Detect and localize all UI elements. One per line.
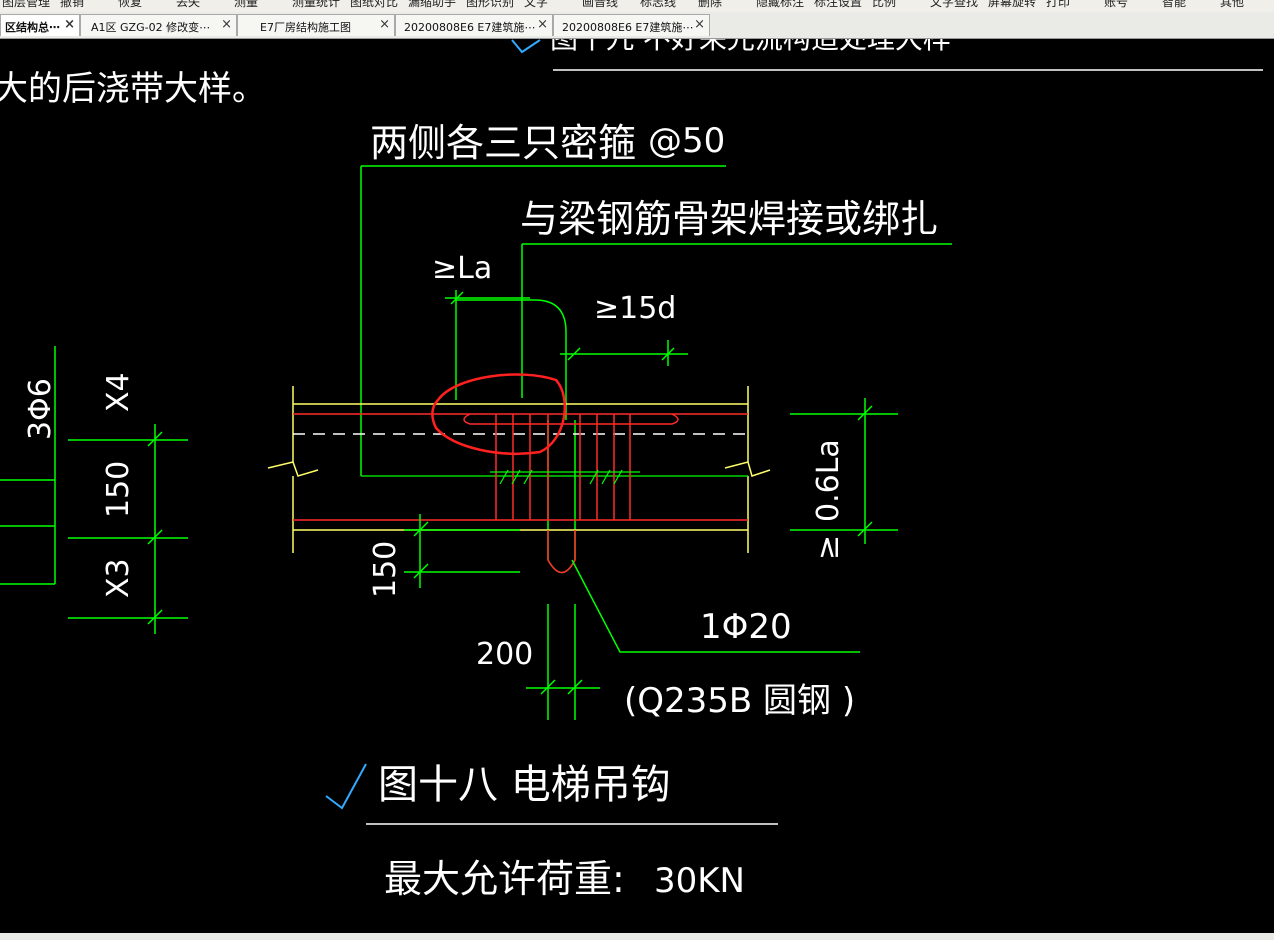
toolbar-item-6[interactable]: 图纸对比 xyxy=(350,0,399,9)
15d-dimension xyxy=(560,340,688,366)
toolbar-item-13[interactable]: 隐藏标注 xyxy=(756,0,805,9)
label-spacing: @50 xyxy=(648,121,725,161)
toolbar-item-18[interactable]: 打印 xyxy=(1046,0,1071,9)
stirrup-leader xyxy=(360,165,726,476)
phi20-leader xyxy=(571,559,860,653)
toolbar-item-14[interactable]: 标注设置 xyxy=(814,0,863,9)
label-1phi20: 1Φ20 xyxy=(700,607,792,647)
toolbar-item-4[interactable]: 测量 xyxy=(234,0,259,9)
close-icon[interactable]: × xyxy=(64,17,75,32)
label-x4: X4 xyxy=(101,372,136,412)
left-dimension-stack xyxy=(0,346,188,634)
label-weld: 与梁钢筋骨架焊接或绑扎 xyxy=(520,197,938,241)
la-dimension xyxy=(445,290,530,400)
tab-label: E7厂房结构施工图 xyxy=(260,21,351,34)
label-material: (Q235B 圆钢 ) xyxy=(624,681,855,721)
max-load-value: 30KN xyxy=(654,861,745,901)
06la-dimension xyxy=(790,398,898,544)
rebar xyxy=(293,413,748,574)
toolbar-item-9[interactable]: 文字 xyxy=(524,0,549,9)
tab-document-3[interactable]: E7厂房结构施工图 × xyxy=(237,14,395,36)
close-icon[interactable]: × xyxy=(694,17,705,32)
label-3phi6: 3Φ6 xyxy=(23,378,58,440)
toolbar-item-1[interactable]: 撤销 xyxy=(60,0,85,9)
beam-outline xyxy=(267,386,771,553)
tab-document-2[interactable]: A1区 GZG-02 修改变⋯ × xyxy=(80,14,237,36)
figure-title: 图十八 电梯吊钩 xyxy=(378,762,671,808)
label-150-bottom: 150 xyxy=(368,541,403,598)
label-stirrups: 两侧各三只密箍 xyxy=(370,121,636,165)
toolbar-item-11[interactable]: 标志线 xyxy=(640,0,677,9)
toolbar-item-0[interactable]: 图层管理 xyxy=(2,0,51,9)
cad-drawing-canvas[interactable]: 图十九 不好采光流构造处理大样 大的后浇带大样。 两侧各三只密箍 @50 与梁钢… xyxy=(0,22,1274,933)
toolbar-item-5[interactable]: 测量统计 xyxy=(292,0,341,9)
toolbar-item-8[interactable]: 图形识别 xyxy=(466,0,515,9)
label-x3: X3 xyxy=(101,558,136,598)
tab-bar: 区结构总⋯ × A1区 GZG-02 修改变⋯ × E7厂房结构施工图 × 20… xyxy=(0,12,1274,39)
tab-label: 20200808E6 E7建筑施⋯ xyxy=(562,21,694,34)
check-icon xyxy=(325,763,367,810)
toolbar-item-10[interactable]: 画普线 xyxy=(582,0,619,9)
toolbar-item-3[interactable]: 丢失 xyxy=(176,0,201,9)
stirrup-ticks xyxy=(490,469,640,485)
label-200: 200 xyxy=(476,637,533,672)
toolbar-item-7[interactable]: 漏缩助手 xyxy=(408,0,457,9)
close-icon[interactable]: × xyxy=(537,17,548,32)
toolbar-item-15[interactable]: 比例 xyxy=(872,0,897,9)
bottom-150-dimension xyxy=(404,514,520,588)
close-icon[interactable]: × xyxy=(379,17,390,32)
tab-document-4[interactable]: 20200808E6 E7建筑施⋯ × xyxy=(395,14,553,36)
label-06la-prefix: ≥ xyxy=(811,535,846,560)
tab-label: 区结构总⋯ xyxy=(5,21,60,34)
cad-drawing: 图十九 不好采光流构造处理大样 大的后浇带大样。 两侧各三只密箍 @50 与梁钢… xyxy=(0,22,1274,933)
label-15d: ≥15d xyxy=(594,291,676,326)
tab-document-5[interactable]: 20200808E6 E7建筑施⋯ × xyxy=(553,14,710,36)
bottom-200-dimension xyxy=(526,604,600,720)
toolbar-item-19[interactable]: 账号 xyxy=(1104,0,1129,9)
close-icon[interactable]: × xyxy=(221,17,232,32)
toolbar-item-2[interactable]: 恢复 xyxy=(118,0,143,9)
top-left-text: 大的后浇带大样。 xyxy=(0,69,266,109)
toolbar-item-21[interactable]: 其他 xyxy=(1220,0,1245,9)
label-150-left: 150 xyxy=(101,461,136,518)
tab-document-1[interactable]: 区结构总⋯ × xyxy=(0,14,80,36)
tab-label: A1区 GZG-02 修改变⋯ xyxy=(91,21,211,34)
label-06la: 0.6La xyxy=(811,439,846,522)
beam-centerline xyxy=(293,433,748,477)
max-load-label: 最大允许荷重: xyxy=(384,857,625,901)
annotation-circle xyxy=(431,373,567,455)
bottom-status-strip xyxy=(0,933,1274,940)
toolbar-item-20[interactable]: 智能 xyxy=(1162,0,1187,9)
toolbar-item-16[interactable]: 文字查找 xyxy=(930,0,979,9)
svg-text:图十九 不好采光流构造处理大样: 图十九 不好采光流构造处理大样 xyxy=(550,39,951,55)
toolbar-item-12[interactable]: 删除 xyxy=(698,0,723,9)
label-la: ≥La xyxy=(432,251,492,286)
weld-leader xyxy=(521,243,952,398)
tab-label: 20200808E6 E7建筑施⋯ xyxy=(404,21,536,34)
toolbar-item-17[interactable]: 屏幕旋转 xyxy=(988,0,1037,9)
